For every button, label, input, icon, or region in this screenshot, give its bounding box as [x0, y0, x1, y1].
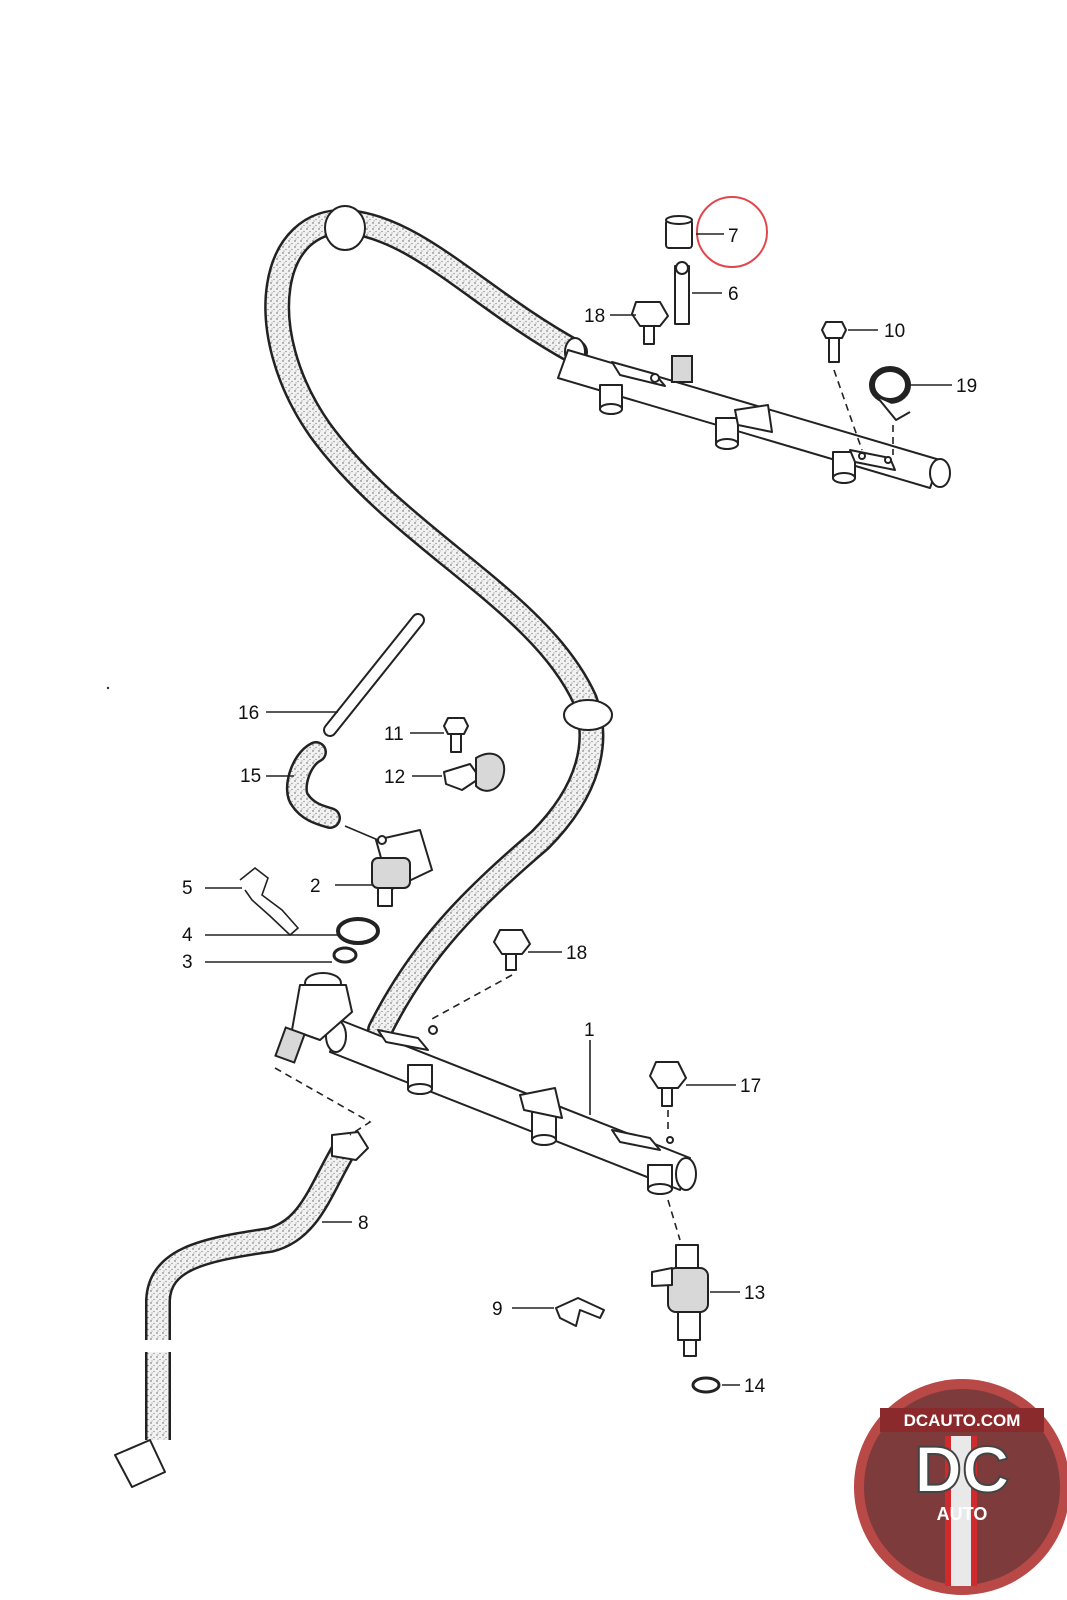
svg-text:4: 4	[182, 925, 193, 946]
hose-clamp-icon-19	[869, 366, 911, 421]
fuel-rail-upper	[557, 349, 951, 489]
svg-text:15: 15	[240, 766, 261, 787]
callout-6: 6	[692, 284, 739, 305]
callout-14: 14	[722, 1376, 766, 1397]
vacuum-line-icon	[323, 613, 425, 737]
rail-inlet-fitting	[274, 972, 353, 1064]
dc-auto-logo: DCAUTO.COM DC AUTO	[854, 1379, 1067, 1595]
svg-text:14: 14	[744, 1376, 766, 1397]
retaining-clip-icon	[239, 866, 300, 937]
pressure-regulator-icon	[344, 825, 433, 907]
callout-3: 3	[182, 952, 332, 973]
callout-1: 1	[584, 1020, 595, 1115]
svg-text:12: 12	[384, 767, 405, 788]
fuel-hose-main	[264, 205, 613, 1043]
callout-2: 2	[310, 876, 372, 897]
svg-text:7: 7	[728, 226, 739, 247]
svg-text:10: 10	[884, 321, 905, 342]
callout-13: 13	[710, 1283, 765, 1304]
fuel-supply-hose-icon	[114, 1131, 369, 1488]
svg-text:16: 16	[238, 703, 259, 724]
svg-text:8: 8	[358, 1213, 369, 1234]
svg-text:DCAUTO.COM: DCAUTO.COM	[904, 1411, 1021, 1430]
injector-clip-icon	[555, 1297, 605, 1327]
hose-clamp-icon-12	[443, 752, 506, 792]
seal-icon-14	[691, 1376, 721, 1394]
svg-text:1: 1	[584, 1020, 595, 1041]
grommet-middle	[563, 699, 613, 731]
fuel-rail-lower	[325, 1019, 697, 1195]
callout-5: 5	[182, 878, 242, 899]
callout-18-upper: 18	[584, 306, 636, 327]
callout-15: 15	[240, 766, 294, 787]
vacuum-hose-icon	[285, 741, 341, 829]
svg-text:AUTO: AUTO	[937, 1504, 988, 1524]
clip-icon-upper	[631, 301, 669, 345]
callout-19: 19	[910, 376, 977, 397]
svg-text:11: 11	[384, 724, 404, 745]
svg-text:5: 5	[182, 878, 193, 899]
o-ring-icon-4	[336, 917, 380, 945]
svg-text:18: 18	[566, 943, 587, 964]
svg-text:3: 3	[182, 952, 193, 973]
svg-text:17: 17	[740, 1076, 761, 1097]
fuel-injector-icon	[651, 1244, 709, 1357]
svg-text:18: 18	[584, 306, 605, 327]
bolt-icon-10	[821, 321, 847, 363]
callout-11: 11	[384, 724, 444, 745]
svg-text:13: 13	[744, 1283, 765, 1304]
callout-12: 12	[384, 767, 442, 788]
callout-18-lower: 18	[528, 943, 587, 964]
svg-text:19: 19	[956, 376, 977, 397]
callout-4: 4	[182, 925, 338, 946]
callout-9: 9	[492, 1299, 554, 1320]
grommet-upper	[324, 205, 366, 251]
test-valve-icon	[671, 261, 693, 383]
cap-icon	[665, 215, 693, 249]
clip-icon-lower	[493, 929, 531, 971]
svg-text:DC: DC	[914, 1432, 1009, 1506]
svg-text:9: 9	[492, 1299, 503, 1320]
o-ring-icon-3	[332, 946, 358, 964]
callout-16: 16	[238, 703, 338, 724]
svg-text:2: 2	[310, 876, 321, 897]
callout-17: 17	[686, 1076, 761, 1097]
highlight-circle	[696, 196, 768, 268]
bolt-icon-11	[443, 717, 469, 753]
svg-text:6: 6	[728, 284, 739, 305]
callout-7: 7	[696, 196, 768, 268]
callout-8: 8	[322, 1213, 369, 1234]
callout-10: 10	[848, 321, 905, 342]
clip-icon-17	[649, 1061, 687, 1107]
